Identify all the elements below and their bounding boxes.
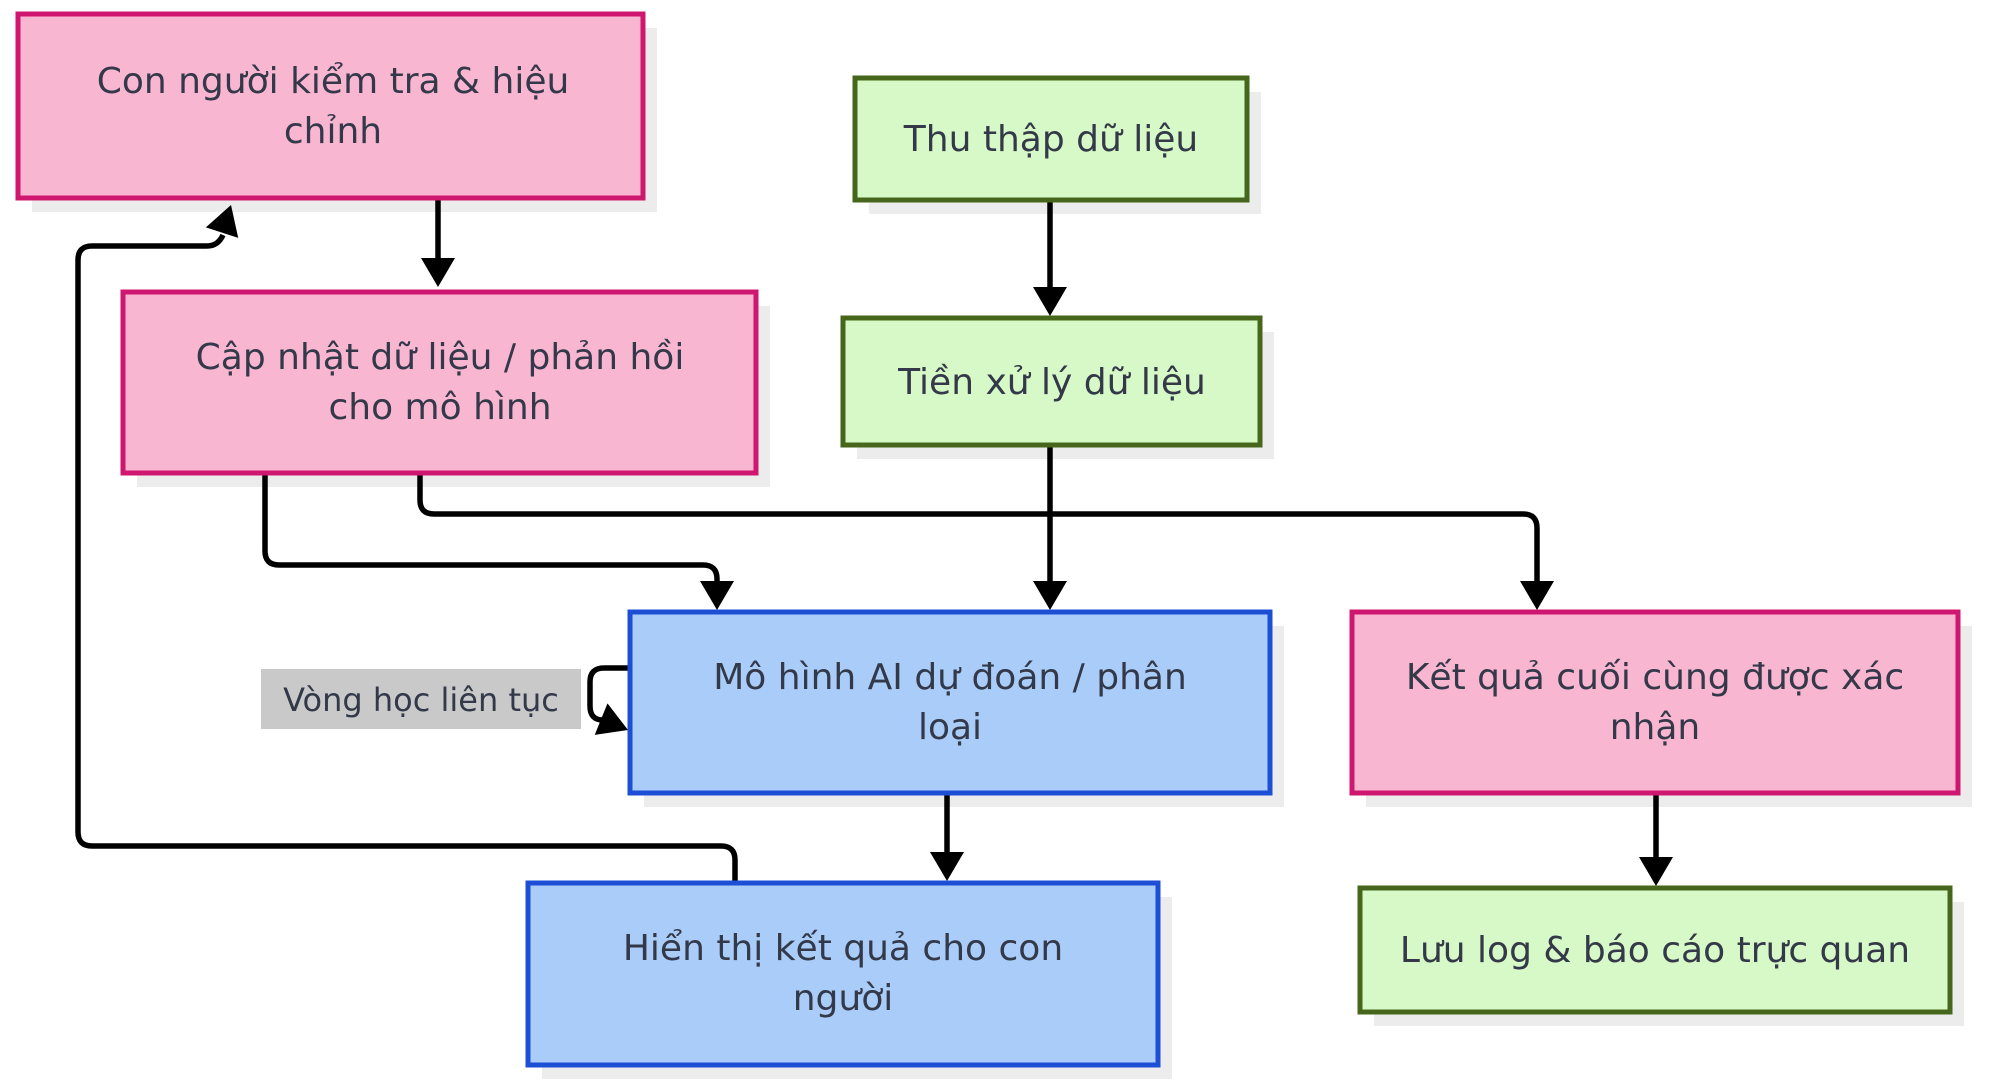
edge-preprocess-to-model (1033, 445, 1067, 610)
arrowhead-down-icon (930, 852, 964, 881)
edge-update-to-model-path (262, 473, 720, 583)
node-mo-hinh-ai: Mô hình AI dự đoán / phân loại (627, 609, 1273, 796)
node-mo-hinh-ai-label-line2: loại (918, 707, 982, 748)
arrowhead-up-icon (205, 205, 239, 238)
node-hien-thi-ket-qua-label-line2: người (793, 978, 894, 1019)
arrowhead-right-icon (594, 703, 628, 735)
node-cap-nhat-du-lieu-label-line2: cho mô hình (328, 387, 551, 428)
node-luu-log: Lưu log & báo cáo trực quan (1357, 885, 1953, 1015)
edge-update-to-final-path (417, 473, 1540, 583)
node-thu-thap-du-lieu-box (852, 75, 1250, 203)
node-tien-xu-ly-box (840, 315, 1263, 448)
arrowhead-down-icon (700, 581, 734, 610)
node-ket-qua-cuoi-cung-box (1349, 609, 1961, 796)
edge-model-to-display (930, 793, 964, 881)
edge-label-continuous-loop-text: Vòng học liên tục (283, 681, 559, 719)
node-luu-log-label: Lưu log & báo cáo trực quan (1400, 930, 1910, 971)
edge-label-continuous-loop-bg (261, 669, 581, 729)
arrowhead-down-icon (1033, 581, 1067, 610)
node-mo-hinh-ai-box (627, 609, 1273, 796)
node-con-nguoi-kiem-tra: Con người kiểm tra & hiệu chỉnh (15, 11, 646, 201)
node-ket-qua-cuoi-cung-label-line1: Kết quả cuối cùng được xác (1406, 657, 1904, 698)
edge-display-to-human-check (75, 205, 738, 883)
node-tien-xu-ly-label: Tiền xử lý dữ liệu (897, 362, 1206, 403)
node-cap-nhat-du-lieu: Cập nhật dữ liệu / phản hồi cho mô hình (120, 289, 759, 476)
edge-final-to-log (1639, 793, 1673, 886)
edge-human-check-to-update (421, 197, 455, 287)
edge-model-self-loop-path (587, 665, 630, 723)
edge-collect-to-preprocess (1033, 200, 1067, 316)
node-thu-thap-du-lieu-label: Thu thập dữ liệu (903, 119, 1198, 160)
node-luu-log-box (1357, 885, 1953, 1015)
edge-update-to-model (262, 473, 734, 610)
node-cap-nhat-du-lieu-label-line1: Cập nhật dữ liệu / phản hồi (196, 337, 685, 378)
arrowhead-down-icon (421, 258, 455, 287)
arrowhead-down-icon (1639, 857, 1673, 886)
node-con-nguoi-kiem-tra-box (15, 11, 646, 201)
node-hien-thi-ket-qua-label-line1: Hiển thị kết quả cho con (623, 928, 1063, 969)
node-thu-thap-du-lieu: Thu thập dữ liệu (852, 75, 1250, 203)
node-mo-hinh-ai-label-line1: Mô hình AI dự đoán / phân (713, 657, 1187, 698)
node-ket-qua-cuoi-cung-label-line2: nhận (1610, 707, 1701, 748)
edges (75, 197, 1673, 886)
edge-label-continuous-loop: Vòng học liên tục (261, 669, 581, 729)
node-cap-nhat-du-lieu-box (120, 289, 759, 476)
arrowhead-down-icon (1520, 581, 1554, 610)
edge-model-self-loop (587, 665, 630, 735)
edge-display-to-human-check-path (75, 233, 738, 883)
node-ket-qua-cuoi-cung: Kết quả cuối cùng được xác nhận (1349, 609, 1961, 796)
node-hien-thi-ket-qua: Hiển thị kết quả cho con người (525, 880, 1161, 1068)
edge-update-to-final (417, 473, 1554, 610)
arrowhead-down-icon (1033, 287, 1067, 316)
node-hien-thi-ket-qua-box (525, 880, 1161, 1068)
node-con-nguoi-kiem-tra-label-line2: chỉnh (284, 111, 382, 152)
node-con-nguoi-kiem-tra-label-line1: Con người kiểm tra & hiệu (97, 61, 570, 102)
node-tien-xu-ly: Tiền xử lý dữ liệu (840, 315, 1263, 448)
